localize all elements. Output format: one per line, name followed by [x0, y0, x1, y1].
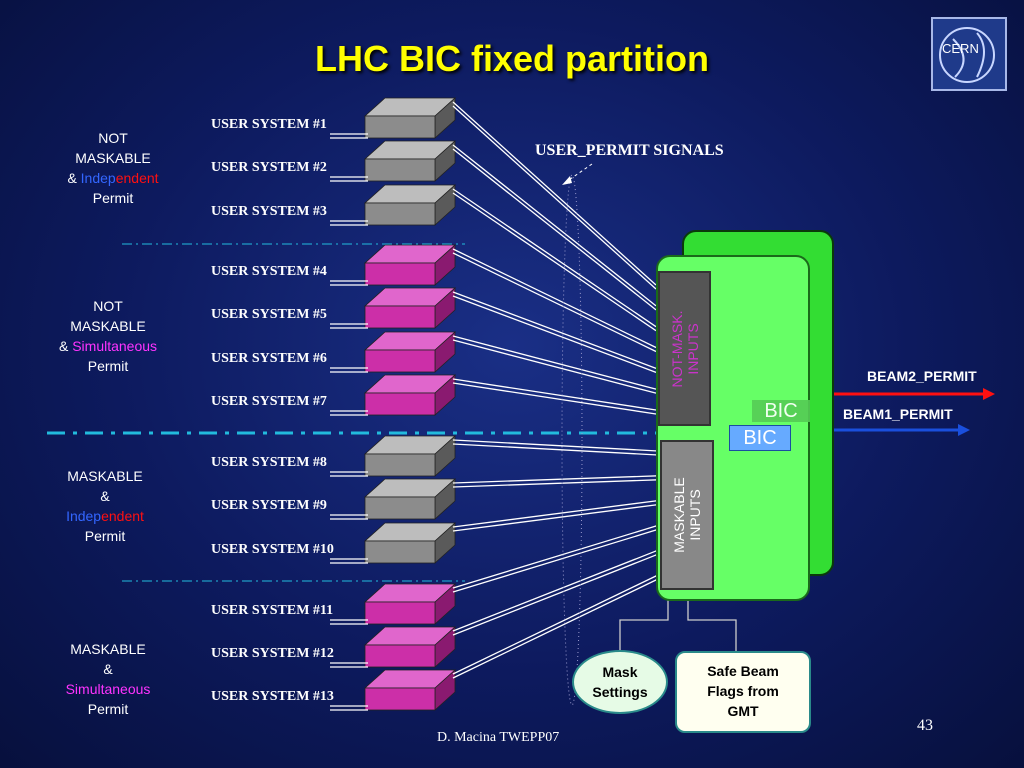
user-system-label: USER SYSTEM #3 — [211, 204, 327, 219]
user-permit-wire — [452, 144, 657, 307]
user-permit-wire — [452, 192, 657, 332]
page-number: 43 — [917, 717, 933, 734]
user-system-box — [363, 184, 457, 226]
not-maskable-inputs-label: NOT-MASK.INPUTS — [668, 309, 701, 388]
user-permit-wire — [452, 479, 659, 488]
user-permit-wire — [452, 148, 657, 311]
user-permit-signals-label: USER_PERMIT SIGNALS — [535, 142, 724, 159]
beam2-arrowhead — [983, 388, 995, 400]
user-permit-wire — [452, 528, 659, 593]
cern-logo: CERN — [931, 17, 1007, 91]
user-system-box — [363, 287, 457, 329]
group-label-4: MASKABLE& Simultaneous Permit — [65, 641, 151, 717]
user-permit-wire — [452, 574, 659, 675]
footer-author: D. Macina TWEPP07 — [437, 730, 560, 745]
user-system-box — [363, 374, 457, 416]
user-system-box — [363, 522, 457, 564]
user-permit-wire — [452, 443, 659, 456]
group-label-3: MASKABLE& Independent Permit — [66, 468, 144, 544]
user-system-label: USER SYSTEM #2 — [211, 160, 327, 175]
user-system-label: USER SYSTEM #9 — [211, 498, 327, 513]
user-permit-wire — [452, 549, 659, 632]
user-system-box — [363, 435, 457, 477]
user-system-label: USER SYSTEM #6 — [211, 351, 327, 366]
signal-bundle-ellipse — [561, 174, 583, 706]
user-system-label: USER SYSTEM #7 — [211, 394, 327, 409]
user-permit-wire — [452, 553, 659, 636]
user-permit-wire — [452, 439, 659, 452]
user-permit-wire — [452, 339, 657, 394]
user-permit-wire — [452, 475, 659, 484]
user-system-box — [363, 97, 457, 139]
bic-label-back: BIC — [752, 400, 810, 422]
user-permit-wire — [452, 291, 657, 369]
user-permit-wire — [452, 295, 657, 373]
safe-beam-feed — [687, 593, 737, 652]
user-system-label: USER SYSTEM #11 — [211, 603, 334, 618]
user-permit-wire — [452, 188, 657, 328]
user-system-label: USER SYSTEM #1 — [211, 117, 327, 132]
user-system-label: USER SYSTEM #10 — [211, 542, 334, 557]
user-system-label: USER SYSTEM #8 — [211, 455, 327, 470]
beam2-permit-label: BEAM2_PERMIT — [867, 368, 977, 384]
user-system-box — [363, 478, 457, 520]
user-permit-wire — [452, 335, 657, 390]
beam1-arrowhead — [958, 424, 970, 436]
slide-title: LHC BIC fixed partition — [315, 38, 709, 79]
mask-settings-feed — [619, 593, 669, 650]
not-maskable-inputs-panel: NOT-MASK.INPUTS — [658, 271, 711, 426]
beam1-permit-label: BEAM1_PERMIT — [843, 406, 953, 422]
user-system-label: USER SYSTEM #13 — [211, 689, 334, 704]
logo-text: CERN — [942, 41, 979, 56]
user-system-box — [363, 140, 457, 182]
user-permit-wire — [452, 378, 657, 411]
user-permit-wire — [452, 101, 657, 286]
user-system-box — [363, 669, 457, 711]
signal-pointer-arrowhead — [562, 176, 572, 185]
user-permit-wire — [452, 248, 657, 349]
user-permit-wire — [452, 252, 657, 353]
user-system-box — [363, 244, 457, 286]
user-system-label: USER SYSTEM #12 — [211, 646, 334, 661]
user-permit-wire — [452, 499, 659, 528]
user-permit-wire — [452, 578, 659, 679]
bic-label: BIC — [729, 425, 791, 451]
user-system-box — [363, 583, 457, 625]
user-system-box — [363, 331, 457, 373]
user-permit-wire — [452, 382, 657, 415]
user-permit-wire — [452, 105, 657, 290]
user-permit-wire — [452, 503, 659, 532]
user-permit-wire — [452, 524, 659, 589]
user-system-box — [363, 626, 457, 668]
user-system-label: USER SYSTEM #4 — [211, 264, 327, 279]
cern-logo-icon: CERN — [939, 27, 995, 83]
user-system-label: USER SYSTEM #5 — [211, 307, 327, 322]
